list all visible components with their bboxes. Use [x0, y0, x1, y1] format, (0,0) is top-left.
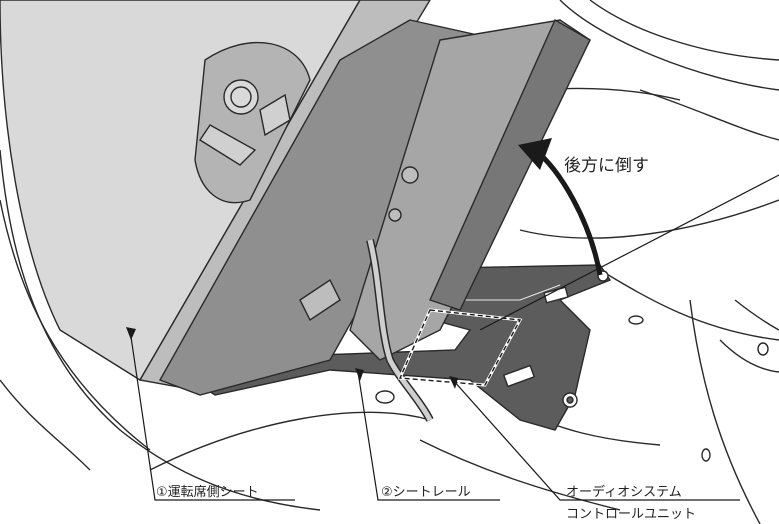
audio-unit-label-line2: コントロールユニット — [566, 507, 696, 522]
driver-seat — [0, 0, 591, 422]
seat-rail-label: ②シートレール — [381, 485, 471, 500]
driver-seat-label: ①運転席側シート — [156, 484, 259, 500]
leader-arrowheads — [126, 327, 458, 389]
rotate-back-arrow — [518, 138, 603, 276]
audio-unit-label-line1: オーディオシステム — [566, 484, 682, 500]
rotate-instruction-label: 後方に倒す — [564, 156, 649, 176]
leader-lines — [129, 174, 779, 501]
audio-unit-highlight-dash — [398, 309, 522, 386]
